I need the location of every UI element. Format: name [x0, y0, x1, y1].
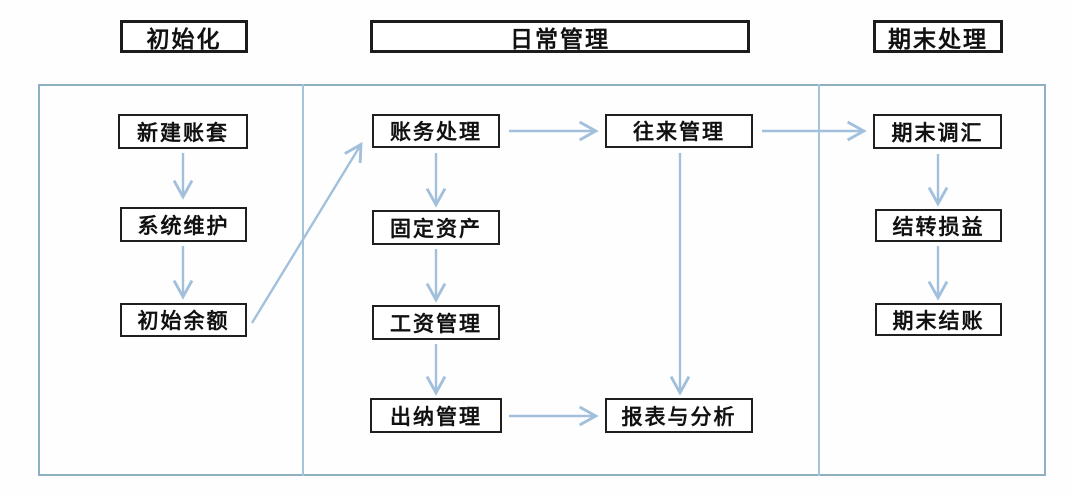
header-daily-management-label: 日常管理 [510, 25, 610, 52]
node-payroll-management: 工资管理 [372, 305, 500, 340]
node-system-maintenance: 系统维护 [120, 207, 247, 242]
node-current-accounts: 往来管理 [605, 114, 753, 148]
node-period-end-exchange-label: 期末调汇 [891, 121, 984, 145]
node-period-end-closing: 期末结账 [875, 303, 1002, 336]
node-carry-forward-pl: 结转损益 [875, 209, 1002, 242]
column-divider-right [818, 84, 820, 476]
node-fixed-assets-label: 固定资产 [390, 217, 482, 241]
node-new-account-set: 新建账套 [118, 114, 248, 149]
node-fixed-assets: 固定资产 [372, 210, 500, 245]
node-cashier-management-label: 出纳管理 [390, 405, 482, 429]
node-carry-forward-pl-label: 结转损益 [892, 215, 985, 239]
node-current-accounts-label: 往来管理 [633, 121, 725, 144]
node-cashier-management: 出纳管理 [370, 398, 502, 433]
column-divider-left [302, 84, 304, 476]
header-period-end-label: 期末处理 [888, 25, 988, 52]
node-payroll-management-label: 工资管理 [390, 312, 482, 336]
header-initialization: 初始化 [120, 20, 248, 53]
header-daily-management: 日常管理 [370, 20, 750, 53]
node-initial-balance: 初始余额 [120, 303, 247, 337]
node-reports-analysis: 报表与分析 [605, 398, 753, 433]
header-initialization-label: 初始化 [146, 25, 222, 52]
node-bookkeeping: 账务处理 [372, 114, 500, 148]
node-reports-analysis-label: 报表与分析 [621, 405, 737, 429]
flow-container-border [38, 84, 1046, 476]
node-initial-balance-label: 初始余额 [137, 310, 230, 333]
header-period-end: 期末处理 [873, 20, 1003, 53]
node-new-account-set-label: 新建账套 [137, 121, 229, 145]
node-system-maintenance-label: 系统维护 [137, 214, 230, 238]
node-period-end-closing-label: 期末结账 [892, 309, 985, 333]
node-period-end-exchange: 期末调汇 [873, 114, 1002, 149]
node-bookkeeping-label: 账务处理 [390, 121, 482, 144]
